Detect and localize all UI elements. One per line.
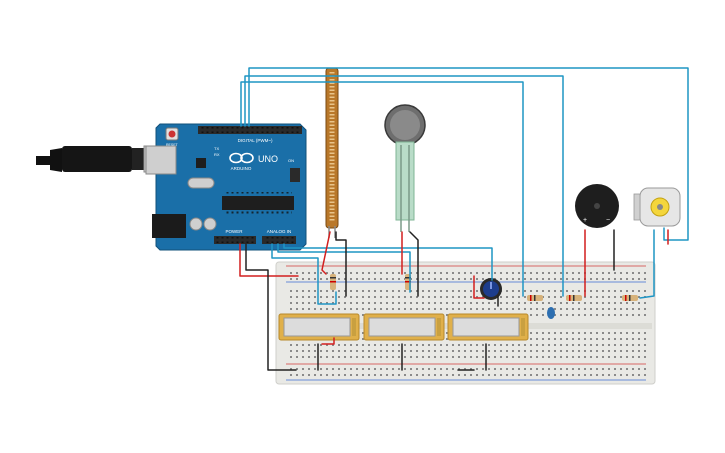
resistor[interactable] [330,274,336,290]
capacitor [189,217,203,231]
resistor[interactable] [566,295,582,301]
infinity-logo-icon [229,152,254,164]
atmega-chip [222,196,294,210]
wire[interactable] [277,243,411,293]
breadboard-bottom-rail [286,366,646,378]
lcd-display-2[interactable] [363,313,445,341]
arduino-label: ARDUINO [231,166,252,171]
wire[interactable] [248,67,689,241]
potentiometer[interactable] [480,278,502,300]
lcd-display-1[interactable] [278,313,360,341]
usb-port[interactable] [145,145,177,175]
reset-label: RESET [166,143,179,147]
wire[interactable] [271,243,337,305]
resistor[interactable] [622,295,638,301]
digital-header-label: DIGITAL (PWM~) [238,138,273,143]
power-header-label: POWER [225,229,243,234]
lcd-display-3[interactable] [447,313,529,341]
tx-label: TX [214,146,219,151]
rx-label: RX [214,152,220,157]
usb-chip [196,158,206,168]
wire[interactable] [409,231,419,297]
wire[interactable] [239,243,299,277]
wires [239,67,689,371]
wire[interactable] [321,337,335,345]
capacitor [203,217,217,231]
icsp-header [290,168,300,182]
force-sensor[interactable] [384,104,426,232]
wire[interactable] [321,231,331,275]
led-blue[interactable] [547,307,555,319]
piezo-buzzer[interactable]: + − [575,184,619,228]
buzzer-plus-label: + [583,217,587,224]
crystal [187,177,215,189]
breadboard-top-rail [286,268,646,280]
wire[interactable] [335,231,347,297]
arduino-uno-board[interactable]: DIGITAL (PWM~) POWER ANALOG IN TX RX ON … [145,123,307,251]
wire[interactable] [245,243,297,371]
resistor[interactable] [527,295,543,301]
on-label: ON [288,158,294,163]
flex-sensor[interactable] [325,67,339,238]
wire[interactable] [473,275,485,299]
buzzer-minus-label: − [606,217,610,224]
wire[interactable] [240,81,524,297]
wire[interactable] [283,243,493,281]
analog-header-label: ANALOG IN [267,229,292,234]
wire[interactable] [244,75,564,297]
dc-motor[interactable] [633,187,681,227]
wire[interactable] [639,229,655,299]
uno-label: UNO [258,154,278,164]
power-jack[interactable] [152,214,186,238]
